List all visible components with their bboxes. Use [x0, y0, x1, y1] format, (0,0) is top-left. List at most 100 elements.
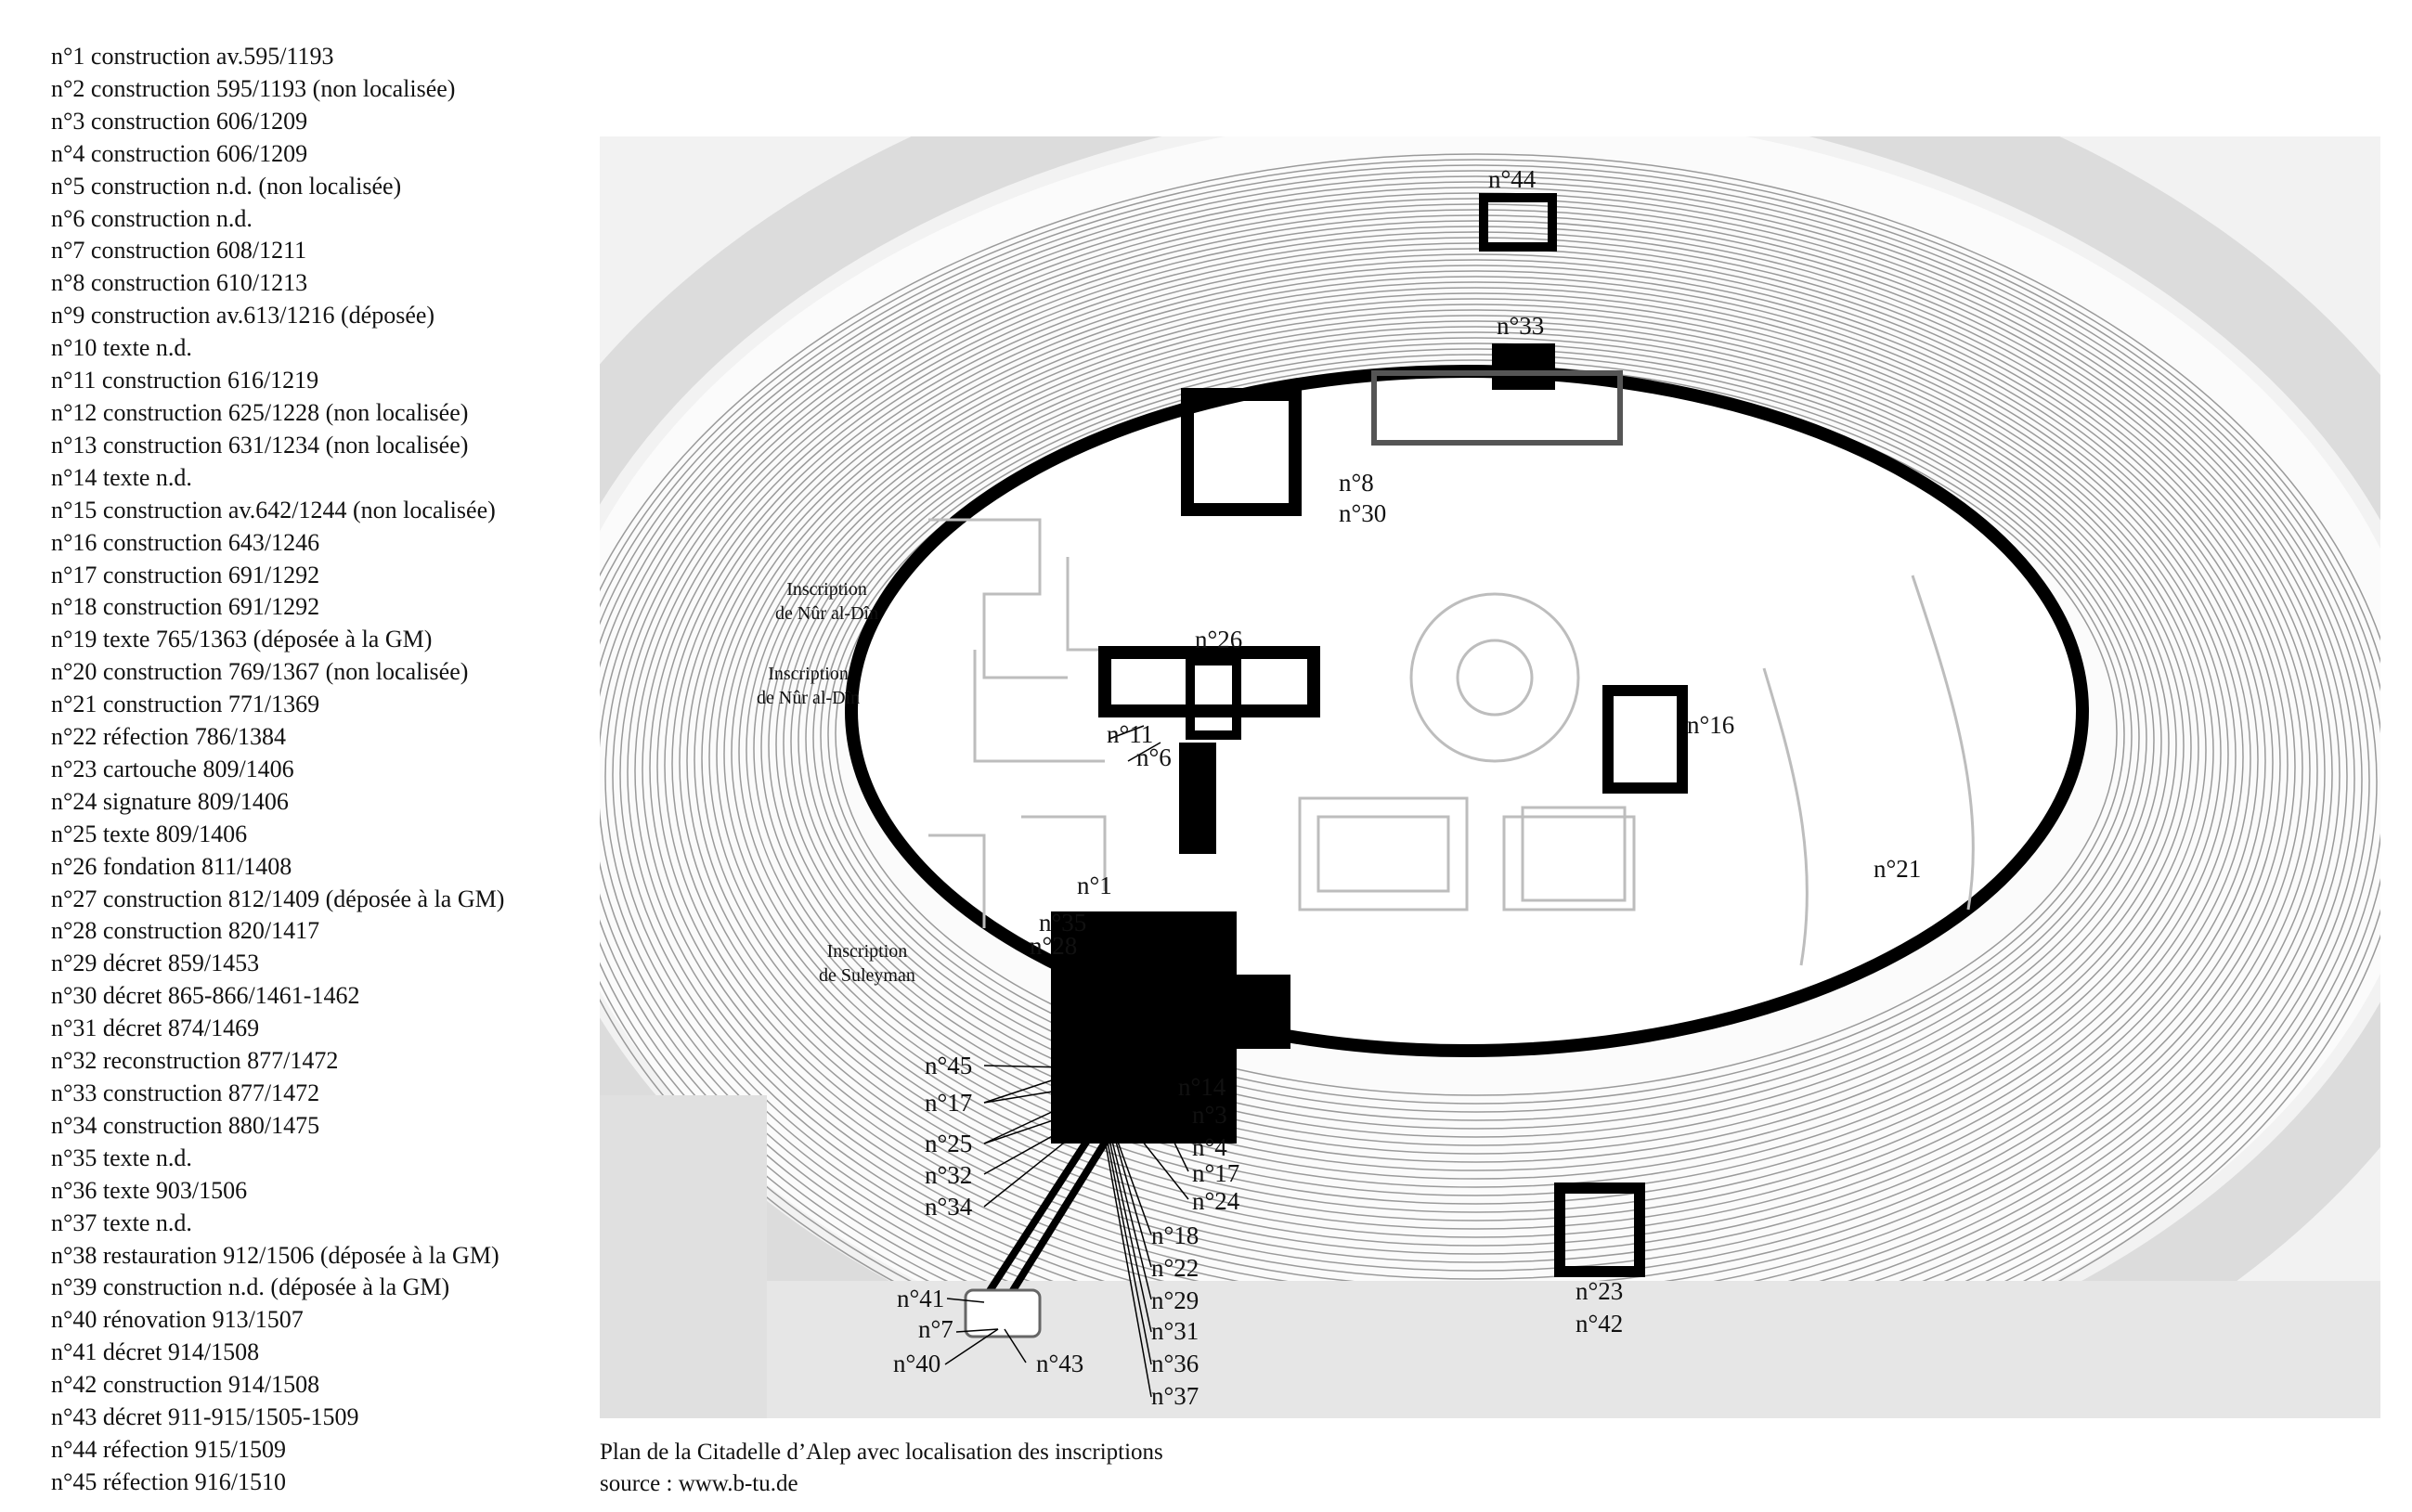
legend-item: n°8 construction 610/1213 [51, 269, 308, 297]
contour-line [738, 298, 2214, 1205]
map-label: n°35 [1039, 909, 1087, 937]
lower-town [600, 1281, 2380, 1418]
legend-item: n°13 construction 631/1234 (non localisé… [51, 431, 469, 459]
map-label: n°44 [1488, 165, 1537, 193]
note-line: de Nûr al-Dîn [757, 688, 861, 708]
legend-item: n°1 construction av.595/1193 [51, 43, 334, 70]
contour-line [679, 253, 2274, 1272]
map-label: n°37 [1151, 1382, 1200, 1410]
map-label: n°14 [1178, 1073, 1226, 1101]
legend-item: n°32 reconstruction 877/1472 [51, 1047, 339, 1075]
legend-item: n°45 réfection 916/1510 [51, 1467, 287, 1495]
contour-line [812, 354, 2140, 1121]
legend-item: n°29 décret 859/1453 [51, 950, 260, 977]
interior-ruins [928, 518, 1975, 966]
map-label: n°42 [1576, 1310, 1624, 1338]
map-label: n°32 [925, 1161, 973, 1189]
legend-item: n°31 décret 874/1469 [51, 1014, 260, 1042]
legend-item: n°22 réfection 786/1384 [51, 723, 287, 751]
legend-item: n°27 construction 812/1409 (déposée à la… [51, 885, 505, 912]
legend-item: n°9 construction av.613/1216 (déposée) [51, 302, 435, 330]
map-label: n°36 [1151, 1350, 1200, 1377]
leader-lines [944, 725, 1189, 1398]
map-label: n°17 [1192, 1159, 1240, 1187]
legend-item: n°15 construction av.642/1244 (non local… [51, 496, 496, 523]
contour-line [790, 337, 2162, 1146]
monuments [1051, 193, 1688, 1277]
legend-item: n°39 construction n.d. (déposée à la GM) [51, 1273, 450, 1301]
note-line: Inscription [786, 579, 867, 600]
legend-item: n°40 rénovation 913/1507 [51, 1306, 304, 1334]
contour-line [694, 265, 2259, 1255]
legend-item: n°20 construction 769/1367 (non localisé… [51, 658, 469, 686]
map-label: n°34 [925, 1193, 973, 1221]
legend-item: n°6 construction n.d. [51, 204, 253, 232]
map-label: n°31 [1151, 1317, 1200, 1345]
contour-line [708, 276, 2244, 1238]
contour-line [671, 248, 2281, 1280]
map-label: n°41 [897, 1285, 945, 1312]
map-label: n°11 [1107, 720, 1154, 748]
legend-item: n°24 signature 809/1406 [51, 787, 289, 815]
barbican [964, 1288, 1042, 1338]
map-label: n°16 [1687, 711, 1735, 739]
note-suleyman: Inscription de Suleyman [819, 939, 915, 988]
contour-line [600, 153, 2380, 1418]
legend-item: n°11 construction 616/1219 [51, 367, 319, 394]
note-line: de Nûr al-Dîn [775, 603, 879, 624]
legend-item: n°17 construction 691/1292 [51, 561, 320, 588]
legend-item: n°43 décret 911-915/1505-1509 [51, 1403, 359, 1431]
map-label: n°8 [1339, 469, 1374, 497]
map-label: n°22 [1151, 1254, 1200, 1282]
note-line: Inscription [768, 664, 849, 684]
contour-line [783, 331, 2170, 1155]
map-label: n°26 [1195, 626, 1243, 653]
contour-line [805, 348, 2147, 1130]
note-nur-al-din-2: Inscription de Nûr al-Dîn [757, 662, 860, 710]
contour-line [753, 309, 2199, 1188]
legend-item: n°37 texte n.d. [51, 1208, 192, 1236]
legend-item: n°44 réfection 915/1509 [51, 1435, 287, 1463]
contour-line [723, 287, 2229, 1221]
note-line: de Suleyman [819, 965, 915, 986]
legend-item: n°3 construction 606/1209 [51, 107, 308, 135]
legend-item: n°2 construction 595/1193 (non localisée… [51, 74, 456, 102]
legend-item: n°28 construction 820/1417 [51, 917, 320, 945]
map-label: n°30 [1339, 499, 1387, 527]
note-line: Inscription [826, 941, 908, 962]
map-label: n°21 [1874, 855, 1922, 883]
contour-line [760, 315, 2192, 1180]
contour-line [775, 326, 2177, 1163]
legend-item: n°26 fondation 811/1408 [51, 852, 292, 880]
map-label: n°40 [893, 1350, 941, 1377]
map-label: n°28 [1030, 932, 1078, 960]
legend-item: n°7 construction 608/1211 [51, 237, 307, 265]
legend-item: n°25 texte 809/1406 [51, 820, 248, 847]
legend-item: n°34 construction 880/1475 [51, 1111, 320, 1139]
west-block [600, 1095, 767, 1418]
contour-line [746, 304, 2207, 1196]
legend-item: n°14 texte n.d. [51, 463, 192, 491]
legend-item: n°38 restauration 912/1506 (déposée à la… [51, 1241, 499, 1269]
legend-item: n°5 construction n.d. (non localisée) [51, 172, 402, 200]
legend-item: n°19 texte 765/1363 (déposée à la GM) [51, 626, 433, 653]
legend-item: n°30 décret 865-866/1461-1462 [51, 982, 360, 1010]
legend-item: n°16 construction 643/1246 [51, 528, 320, 556]
legend-item: n°36 texte 903/1506 [51, 1176, 248, 1204]
contour-line [686, 259, 2266, 1263]
map-label: n°33 [1497, 312, 1545, 340]
caption-title: Plan de la Citadelle d’Alep avec localis… [600, 1440, 1163, 1465]
contour-line [820, 359, 2133, 1113]
legend-item: n°12 construction 625/1228 (non localisé… [51, 398, 469, 426]
legend-item: n°35 texte n.d. [51, 1144, 192, 1171]
map-label: n°4 [1192, 1133, 1227, 1161]
map-label: n°3 [1192, 1101, 1227, 1129]
map-label: n°29 [1151, 1286, 1200, 1314]
caption-source: source : www.b-tu.de [600, 1471, 798, 1496]
legend-item: n°18 construction 691/1292 [51, 593, 320, 621]
inscription-legend: n°1 construction av.595/1193 n°2 construc… [51, 41, 504, 1499]
contour-line [701, 270, 2251, 1247]
legend-item: n°10 texte n.d. [51, 334, 192, 362]
legend-item: n°4 construction 606/1209 [51, 139, 308, 167]
